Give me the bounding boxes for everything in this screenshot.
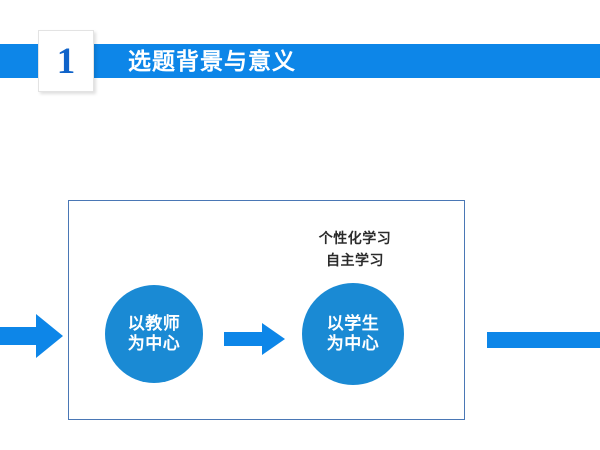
circle-student-centered-line1: 以学生 bbox=[326, 313, 380, 333]
section-number-box: 1 bbox=[38, 30, 94, 92]
section-number: 1 bbox=[56, 41, 76, 82]
circle-teacher-centered-line1: 以教师 bbox=[127, 313, 181, 333]
circle-teacher-centered-line2: 为中心 bbox=[127, 334, 181, 353]
incoming-arrow-icon bbox=[0, 313, 64, 359]
tag-personalized-learning: 个性化学习 bbox=[318, 230, 392, 246]
header-bar bbox=[0, 44, 600, 78]
page-title: 选题背景与意义 bbox=[128, 48, 296, 74]
circle-student-centered: 以学生 为中心 bbox=[302, 283, 404, 385]
circle-teacher-centered: 以教师 为中心 bbox=[105, 285, 203, 383]
outgoing-arrow-shaft bbox=[487, 332, 600, 348]
circle-student-centered-line2: 为中心 bbox=[326, 334, 380, 353]
transition-arrow-icon bbox=[224, 323, 286, 355]
tag-self-directed-learning: 自主学习 bbox=[326, 252, 384, 268]
